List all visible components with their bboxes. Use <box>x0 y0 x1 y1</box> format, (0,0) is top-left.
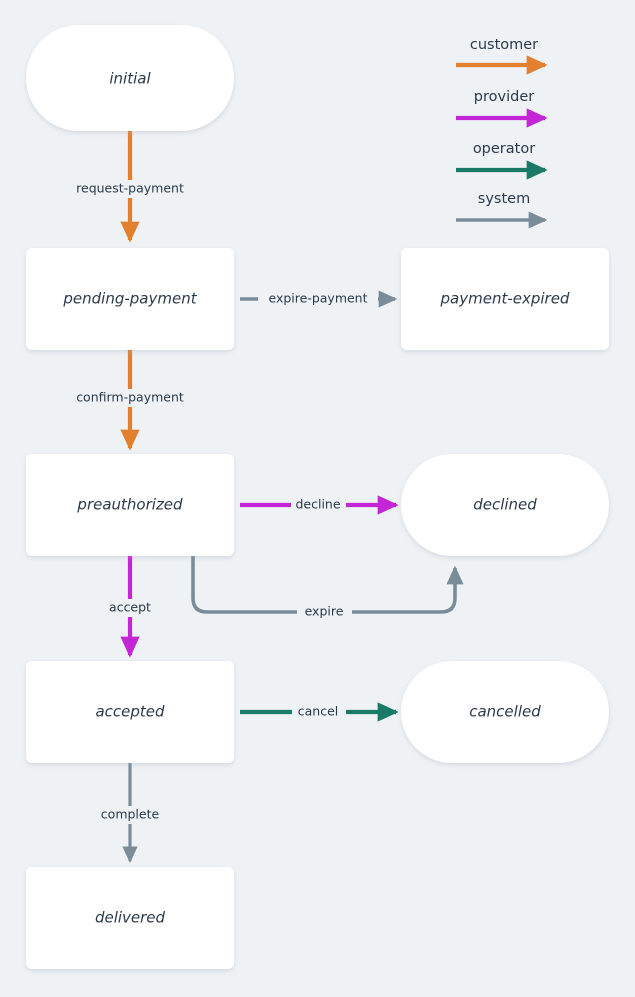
node-label-pending-payment: pending-payment <box>62 290 197 308</box>
edge-accept: accept <box>103 556 157 658</box>
node-label-initial: initial <box>109 70 151 88</box>
legend-item-system: system <box>456 191 548 229</box>
node-initial[interactable]: initial <box>26 25 234 131</box>
edge-label-bg-cancel <box>292 703 346 721</box>
legend-label-customer: customer <box>470 37 538 53</box>
edge-label-bg-decline <box>291 496 346 514</box>
edge-label-bg-expire <box>297 603 352 621</box>
node-shape-delivered[interactable] <box>26 867 234 969</box>
node-declined[interactable]: declined <box>401 454 609 556</box>
edge-complete: complete <box>95 763 166 864</box>
node-preauthorized[interactable]: preauthorized <box>26 454 234 556</box>
edges-layer: request-payment expire-payment confirm-p… <box>62 131 464 864</box>
edge-confirm-payment: confirm-payment <box>63 350 197 451</box>
nodes-layer: initial pending-payment payment-expired … <box>26 25 609 969</box>
edge-cancel: cancel <box>240 702 399 722</box>
legend-label-system: system <box>478 191 530 207</box>
node-label-declined: declined <box>473 496 537 514</box>
node-label-accepted: accepted <box>95 703 165 721</box>
edge-label-bg-accept <box>103 599 157 617</box>
node-payment-expired[interactable]: payment-expired <box>401 248 609 350</box>
edge-label-request-payment: request-payment <box>76 181 184 196</box>
node-delivered[interactable]: delivered <box>26 867 234 969</box>
edge-label-bg-expire-payment <box>258 290 378 308</box>
node-shape-payment-expired[interactable] <box>401 248 609 350</box>
node-accepted[interactable]: accepted <box>26 661 234 763</box>
edge-label-expire: expire <box>305 604 344 619</box>
edge-label-bg-confirm-payment <box>63 389 197 407</box>
node-shape-declined[interactable] <box>401 454 609 556</box>
edge-label-confirm-payment: confirm-payment <box>76 390 184 405</box>
edge-label-expire-payment: expire-payment <box>268 291 367 306</box>
node-shape-initial[interactable] <box>26 25 234 131</box>
legend-label-operator: operator <box>473 141 535 157</box>
edge-decline: decline <box>240 495 399 515</box>
node-shape-accepted[interactable] <box>26 661 234 763</box>
edge-label-complete: complete <box>101 807 160 822</box>
node-pending-payment[interactable]: pending-payment <box>26 248 234 350</box>
legend-item-customer: customer <box>456 37 548 75</box>
node-label-payment-expired: payment-expired <box>440 290 570 308</box>
node-shape-cancelled[interactable] <box>401 661 609 763</box>
edge-label-cancel: cancel <box>298 704 339 719</box>
node-cancelled[interactable]: cancelled <box>401 661 609 763</box>
edge-expire: expire <box>191 556 464 621</box>
node-shape-preauthorized[interactable] <box>26 454 234 556</box>
edge-label-decline: decline <box>295 497 340 512</box>
legend: customer provider operator system <box>456 37 548 229</box>
edge-expire-payment: expire-payment <box>240 290 398 308</box>
node-label-preauthorized: preauthorized <box>76 496 183 514</box>
node-shape-pending-payment[interactable] <box>26 248 234 350</box>
node-label-cancelled: cancelled <box>469 703 541 721</box>
legend-item-operator: operator <box>456 141 548 180</box>
edge-label-bg-request-payment <box>62 180 198 198</box>
node-label-delivered: delivered <box>95 909 166 927</box>
edge-label-accept: accept <box>109 600 151 615</box>
legend-label-provider: provider <box>474 89 534 105</box>
edge-label-bg-complete <box>95 806 166 824</box>
edge-request-payment: request-payment <box>62 131 198 243</box>
legend-item-provider: provider <box>456 89 548 128</box>
